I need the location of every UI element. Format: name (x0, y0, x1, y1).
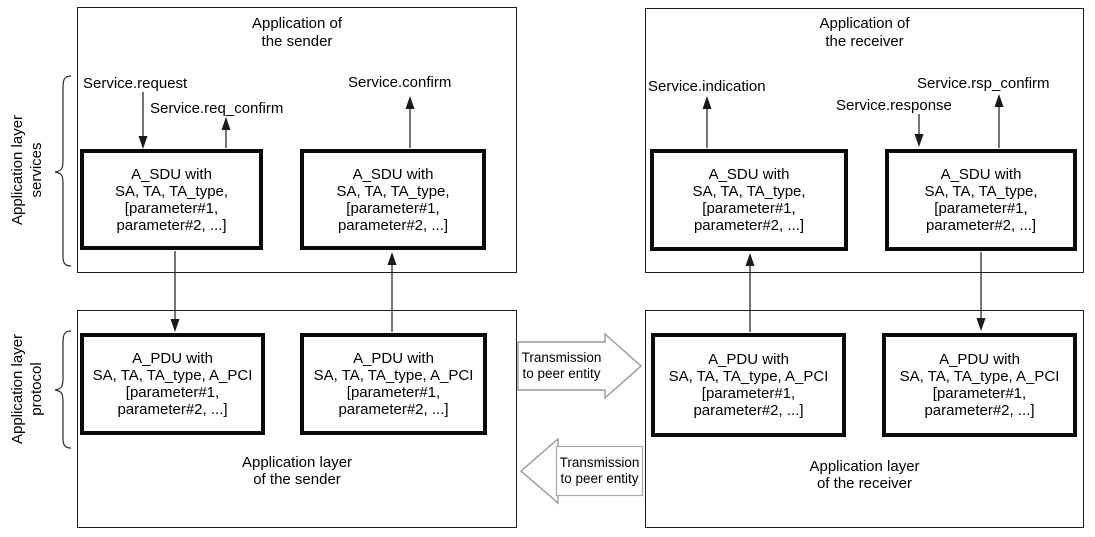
label-service-confirm: Service.confirm (348, 74, 452, 91)
sdu-box-sender-2-line3: [parameter#1, (346, 199, 440, 217)
pdu-box-sender-1: A_PDU with SA, TA, TA_type, A_PCI [param… (80, 333, 265, 435)
transmission-to-receiver-line2: to peer entity (522, 366, 601, 381)
sender-layer-caption: Application layer of the sender (77, 454, 517, 488)
sender-application-services-box (77, 7, 517, 273)
receiver-application-title-line2: the receiver (825, 33, 904, 50)
pdu-box-sender-1-line4: parameter#2, ...] (117, 401, 228, 418)
sdu-box-sender-2-line2: SA, TA, TA_type, (336, 182, 450, 200)
label-service-request: Service.request (83, 75, 188, 92)
receiver-layer-caption: Application layer of the receiver (645, 458, 1084, 492)
receiver-application-title: Application of the receiver (645, 15, 1084, 51)
receiver-application-services-box (645, 8, 1084, 273)
transmission-to-sender-label: Transmission to peer entity (557, 446, 642, 496)
side-label-protocol-line2: protocol (28, 362, 45, 416)
sdu-box-sender-1-line3: [parameter#1, (124, 199, 219, 217)
sdu-box-receiver-2-line1: A_SDU with (940, 166, 1022, 183)
brace-protocol-icon (54, 330, 72, 449)
pdu-box-sender-2: A_PDU with SA, TA, TA_type, A_PCI [param… (300, 333, 487, 435)
transmission-to-sender-line1: Transmission (559, 455, 640, 470)
label-service-response: Service.response (836, 97, 952, 114)
side-label-services-line2: services (28, 142, 45, 198)
sdu-box-sender-1: A_SDU with SA, TA, TA_type, [parameter#1… (80, 149, 263, 250)
sdu-box-sender-1-line4: parameter#2, ...] (116, 216, 227, 234)
label-service-indication: Service.indication (648, 78, 766, 95)
pdu-box-sender-1-line3: [parameter#1, (125, 384, 220, 401)
sdu-box-sender-2: A_SDU with SA, TA, TA_type, [parameter#1… (300, 149, 486, 250)
pdu-box-receiver-1-line1: A_PDU with (708, 351, 789, 368)
transmission-to-receiver-label: Transmission to peer entity (518, 342, 605, 390)
sender-application-protocol-box (77, 310, 517, 528)
sdu-box-receiver-1-line1: A_SDU with (708, 166, 790, 183)
side-label-protocol-line1: Application layer (9, 333, 26, 445)
brace-services-icon (54, 75, 72, 267)
receiver-application-protocol-box (645, 310, 1084, 528)
transmission-to-receiver-line1: Transmission (521, 350, 602, 365)
label-service-rsp-confirm: Service.rsp_confirm (917, 75, 1050, 92)
pdu-box-receiver-1: A_PDU with SA, TA, TA_type, A_PCI [param… (651, 333, 846, 437)
pdu-box-sender-2-line1: A_PDU with (353, 350, 434, 367)
pdu-box-receiver-1-line2: SA, TA, TA_type, A_PCI (668, 368, 829, 385)
sender-application-title-line1: Application of (251, 15, 343, 32)
pdu-box-receiver-2-line2: SA, TA, TA_type, A_PCI (899, 368, 1060, 385)
pdu-box-sender-1-line1: A_PDU with (132, 350, 213, 367)
pdu-box-receiver-1-line3: [parameter#1, (701, 385, 796, 402)
pdu-box-sender-2-line2: SA, TA, TA_type, A_PCI (313, 367, 474, 384)
receiver-layer-caption-line1: Application layer (809, 458, 920, 475)
sender-application-title: Application of the sender (77, 15, 517, 51)
sdu-box-receiver-2: A_SDU with SA, TA, TA_type, [parameter#1… (885, 149, 1077, 251)
sdu-box-receiver-1-line4: parameter#2, ...] (693, 217, 805, 234)
sdu-box-sender-2-line1: A_SDU with (352, 165, 434, 183)
sdu-box-receiver-1: A_SDU with SA, TA, TA_type, [parameter#1… (650, 149, 848, 251)
sdu-box-receiver-2-line3: [parameter#1, (934, 200, 1028, 217)
pdu-box-sender-1-line2: SA, TA, TA_type, A_PCI (92, 367, 253, 384)
pdu-box-sender-2-line4: parameter#2, ...] (338, 401, 449, 418)
sdu-box-receiver-2-line4: parameter#2, ...] (925, 217, 1037, 234)
sdu-box-sender-1-line2: SA, TA, TA_type, (114, 182, 229, 200)
pdu-box-receiver-2-line1: A_PDU with (939, 351, 1020, 368)
receiver-layer-caption-line2: of the receiver (816, 475, 913, 492)
sender-application-title-line2: the sender (261, 33, 333, 50)
sdu-box-sender-1-line1: A_SDU with (131, 165, 212, 183)
pdu-box-receiver-2-line4: parameter#2, ...] (924, 402, 1035, 419)
side-label-services-line1: Application layer (9, 114, 26, 226)
label-service-req-confirm: Service.req_confirm (150, 100, 284, 117)
pdu-box-receiver-1-line4: parameter#2, ...] (693, 402, 804, 419)
sdu-box-receiver-2-line2: SA, TA, TA_type, (924, 183, 1038, 200)
pdu-box-receiver-2: A_PDU with SA, TA, TA_type, A_PCI [param… (882, 333, 1077, 437)
sender-layer-caption-line1: Application layer (241, 454, 353, 471)
pdu-box-sender-2-line3: [parameter#1, (346, 384, 441, 401)
sender-layer-caption-line2: of the sender (253, 471, 341, 488)
sdu-box-sender-2-line4: parameter#2, ...] (337, 216, 449, 234)
pdu-box-receiver-2-line3: [parameter#1, (932, 385, 1027, 402)
receiver-application-title-line1: Application of (819, 15, 910, 32)
sdu-box-receiver-1-line3: [parameter#1, (702, 200, 796, 217)
transmission-to-sender-line2: to peer entity (560, 471, 639, 486)
sdu-box-receiver-1-line2: SA, TA, TA_type, (692, 183, 806, 200)
side-label-application-layer-protocol: Application layer protocol (8, 334, 46, 444)
side-label-application-layer-services: Application layer services (8, 115, 46, 225)
